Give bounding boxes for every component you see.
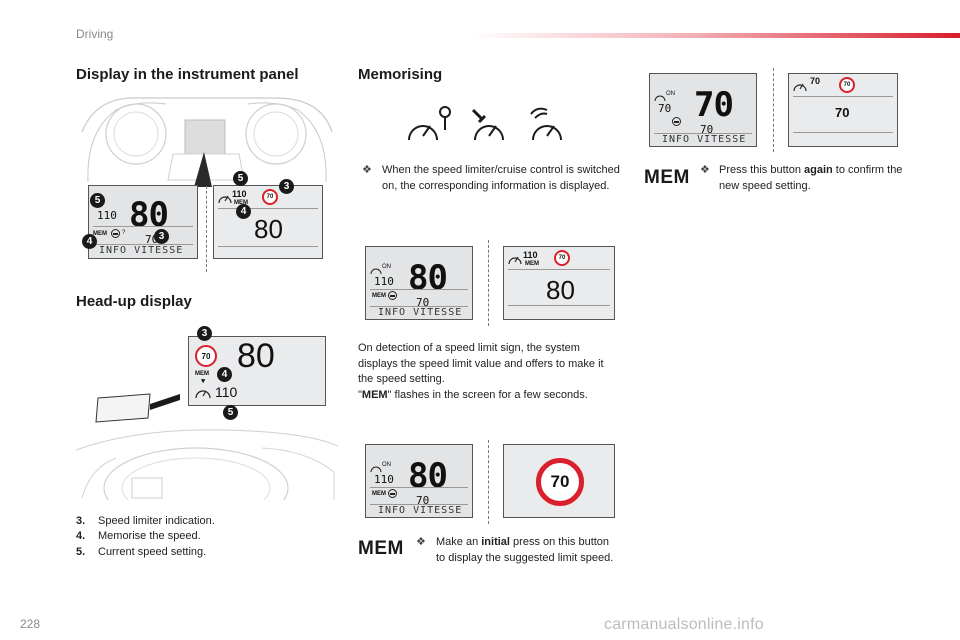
speedometer-icon (370, 268, 382, 275)
mem-button-again[interactable]: MEM (644, 167, 690, 188)
display-set-speed: 110 (97, 209, 117, 222)
speed-limit-sign-icon: 70 (536, 458, 584, 506)
head-up-display-panel: 70 80 MEM ▼ 110 (188, 336, 326, 406)
speedometer-icon (370, 466, 382, 473)
mem-indicator: MEM (525, 261, 539, 267)
speed-limit-sign-icon: 70 (554, 250, 570, 266)
instrument-cluster-illustration (81, 97, 333, 187)
display-c: ON 80 110 MEM 70 INFO VITESSE (365, 444, 473, 518)
display-suggested-speed: 70 (700, 123, 714, 136)
display-info-text: INFO VITESSE (662, 134, 747, 145)
legend-item: 3.Speed limiter indication. (76, 515, 215, 527)
display-set-speed: 110 (374, 275, 394, 288)
bullet-icon: ❖ (416, 536, 426, 548)
speed-limit-sign-icon: 70 (262, 189, 278, 205)
display-f: 70 70 70 (788, 73, 898, 147)
initial-press-text: Make an initial press on this button to … (436, 536, 614, 564)
display-info-text: INFO VITESSE (378, 505, 463, 516)
again-press-text: Press this button again to confirm the n… (719, 164, 903, 192)
speedometer-icon (195, 390, 211, 399)
callout-badge: 5 (233, 171, 248, 186)
mem-indicator: MEM (372, 491, 386, 497)
watermark: carmanualsonline.info (604, 616, 764, 633)
page-number: 228 (20, 617, 41, 631)
speedometer-icon (218, 195, 232, 204)
display-speed-value: 80 (237, 337, 275, 375)
display-suggested-speed: 70 (416, 296, 430, 309)
callout-badge: 4 (217, 367, 232, 382)
callout-badge: 3 (279, 179, 294, 194)
legend-item: 5.Current speed setting. (76, 546, 207, 558)
speed-limit-sign-icon: 70 (839, 77, 855, 93)
display-e: ON 70 70 70 INFO VITESSE (649, 73, 757, 147)
minus-icon (111, 229, 120, 238)
callout-badge: 5 (223, 405, 238, 420)
mem-indicator: MEM (195, 371, 209, 377)
display-b: 110 MEM 70 80 (503, 246, 615, 320)
display-speed-value: 80 (546, 275, 575, 305)
display-info-text: INFO VITESSE (378, 307, 463, 318)
display-set-speed: 70 (658, 102, 672, 115)
step1-text: When the speed limiter/cruise control is… (382, 164, 620, 192)
callout-badge: 3 (197, 326, 212, 341)
heading-instrument-panel: Display in the instrument panel (76, 66, 299, 83)
heading-memorising: Memorising (358, 66, 443, 83)
display-speed-value: 80 (254, 214, 283, 244)
mem-indicator: MEM (372, 293, 386, 299)
instrument-display-left: 80 110 MEM ? 70 INFO VITESSE (88, 185, 198, 259)
section-label: Driving (76, 27, 114, 41)
callout-badge: 5 (90, 193, 105, 208)
speedometer-icon (654, 95, 666, 102)
mem-indicator: MEM (234, 200, 248, 206)
mem-indicator: MEM (93, 231, 107, 237)
speedometer-icons-row (408, 106, 562, 141)
display-set-speed: 110 (215, 384, 238, 400)
heading-head-up-display: Head-up display (76, 293, 192, 310)
header-bar (470, 33, 960, 38)
speed-limit-sign-icon: 70 (195, 345, 217, 367)
dashboard-illustration (76, 393, 338, 500)
minus-icon (672, 117, 681, 126)
display-a: ON 80 110 MEM 70 INFO VITESSE (365, 246, 473, 320)
minus-icon (388, 291, 397, 300)
instrument-display-right: 110 MEM 70 80 (213, 185, 323, 259)
bullet-icon: ❖ (362, 164, 372, 176)
display-suggested-speed: 70 (416, 494, 430, 507)
minus-icon (388, 489, 397, 498)
display-speed-value: 70 (694, 85, 734, 125)
display-d: 70 (503, 444, 615, 518)
callout-badge: 4 (82, 234, 97, 249)
display-info-text: INFO VITESSE (99, 245, 184, 256)
bullet-icon: ❖ (700, 164, 710, 176)
legend-item: 4.Memorise the speed. (76, 530, 201, 542)
display-suggested-speed: 70 (145, 233, 159, 246)
mem-button[interactable]: MEM (358, 538, 404, 559)
speedometer-icon (793, 83, 807, 92)
speedometer-icon (508, 256, 522, 265)
detection-text: On detection of a speed limit sign, the … (358, 342, 604, 401)
arrow-down-icon: ▼ (201, 377, 206, 385)
callout-badge: 3 (154, 229, 169, 244)
display-speed-value: 70 (835, 105, 850, 120)
callout-badge: 4 (236, 204, 251, 219)
display-set-speed: 110 (374, 473, 394, 486)
